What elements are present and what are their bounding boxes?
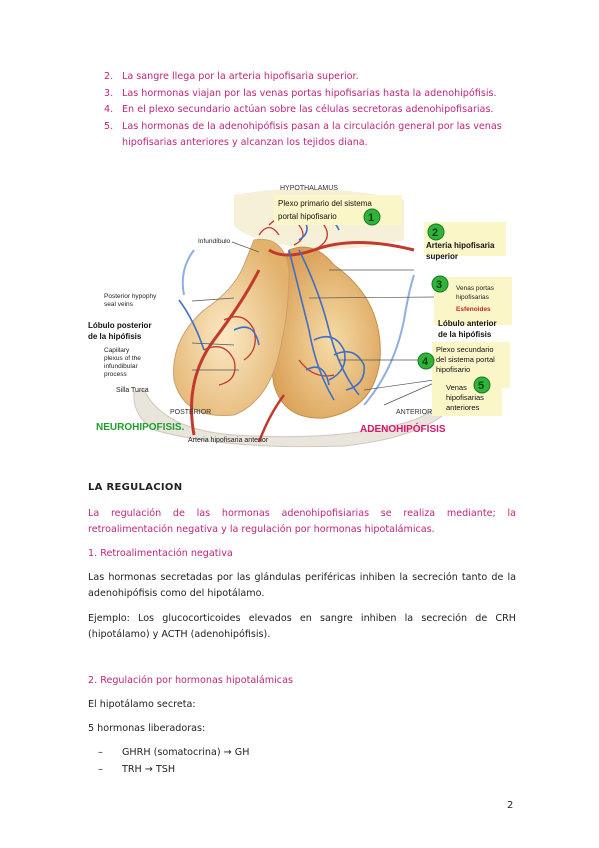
step-marker-4: 4 [417, 352, 435, 370]
step-marker-3: 3 [431, 275, 449, 293]
portal-veins [178, 211, 365, 401]
subsection-1-paragraph-2: Ejemplo: Los glucocorticoides elevados e… [88, 613, 516, 640]
leader-lines [191, 209, 437, 406]
section-title: LA REGULACION [88, 482, 183, 493]
subsection-2-title: 2. Regulación por hormonas hipotalámicas [88, 675, 293, 686]
list-item: 2. La sangre llega por la arteria hipofis… [88, 69, 518, 86]
label-neurohipofisis: NEUROHIPOFISIS. [96, 422, 185, 433]
list-item-number: 4. [104, 104, 114, 115]
label-box-venas-anteriores [432, 376, 502, 416]
label-esfenoides: Esfenoides [456, 306, 491, 313]
label-arteria-anterior: Arteria hipofisaria anterior [188, 437, 269, 444]
list-item-number: 3. [104, 87, 114, 99]
label-lobulo-posterior-2: de la hipófisis [88, 332, 142, 341]
step-marker-3-number: 3 [436, 279, 442, 291]
step-marker-4-number: 4 [422, 356, 429, 368]
step-marker-1-number: 1 [368, 212, 374, 224]
pituitary-diagram: HYPOTHALAMUS Plexo primario del sistema … [88, 185, 512, 448]
list-item: – GHRH (somatocrina) → GH [98, 745, 249, 761]
subsection-2-paragraph-1: El hipotálamo secreta: [88, 699, 196, 710]
label-lobulo-anterior-2: de la hipófisis [438, 330, 492, 339]
list-item: 3. Las hormonas viajan por las venas port… [88, 86, 518, 103]
label-venas-portas-1: Venas portas [456, 285, 495, 292]
step-marker-5-number: 5 [478, 380, 484, 392]
label-plexo-primario-1: Plexo primario del sistema [278, 199, 372, 208]
list-item: 4. En el plexo secundario actúan sobre la… [88, 102, 518, 119]
list-item-text: TRH → TSH [122, 764, 176, 775]
label-adenohipofisis: ADENOHIPÓFISIS [360, 422, 446, 435]
label-anterior: ANTERIOR [396, 409, 432, 416]
anterior-artery [257, 394, 286, 443]
list-item: – TRH → TSH [98, 762, 175, 778]
label-arteria-superior-2: superior [426, 252, 458, 261]
label-capillary-4: process [104, 371, 128, 378]
list-item-number: 2. [104, 71, 114, 82]
label-lobulo-posterior-1: Lóbulo posterior [88, 321, 152, 330]
list-item-text: La sangre llega por la arteria hipofisar… [122, 71, 359, 82]
label-plexo-secundario-2: del sistema portal [436, 355, 495, 364]
label-venas-anteriores-2: hipofisarias [446, 393, 484, 402]
list-item-text: En el plexo secundario actúan sobre las … [122, 104, 494, 115]
subsection-1-paragraph-1: Las hormonas secretadas por las glándula… [88, 572, 516, 599]
page-number: 2 [507, 800, 514, 811]
label-posterior-veins-1: Posterior hypophy [104, 293, 157, 300]
label-venas-anteriores-3: anteriores [446, 403, 480, 412]
list-item: 5. Las hormonas de la adenohipófisis pasa… [88, 119, 518, 152]
step-marker-2: 2 [427, 223, 445, 241]
list-item-text: Las hormonas viajan por las venas portas… [122, 87, 497, 99]
inferior-artery [190, 269, 261, 436]
bullet-dash: – [98, 747, 103, 758]
label-lobulo-anterior-1: Lóbulo anterior [438, 319, 497, 328]
label-capillary-3: infundibular [104, 363, 138, 370]
label-capillary-2: plexus of the [104, 355, 141, 362]
superior-hypophyseal-artery [268, 241, 415, 257]
label-arteria-superior-1: Arteria hipofisaria [426, 241, 495, 250]
step-marker-1: 1 [363, 208, 381, 226]
list-item-text: Las hormonas de la adenohipófisis pasan … [122, 120, 502, 149]
list-item-text: GHRH (somatocrina) → GH [122, 747, 250, 758]
bullet-dash: – [98, 764, 103, 775]
label-box-plexo-primario [274, 195, 402, 225]
label-plexo-secundario-3: hipofisario [436, 365, 470, 374]
label-hypothalamus: HYPOTHALAMUS [280, 185, 338, 192]
subsection-1-title: 1. Retroalimentación negativa [88, 548, 233, 559]
subsection-2-paragraph-2: 5 hormonas liberadoras: [88, 723, 206, 734]
anterior-hypophyseal-veins [363, 274, 415, 406]
numbered-steps-list: 2. La sangre llega por la arteria hipofis… [88, 69, 518, 152]
posterior-hypophyseal-veins [181, 249, 195, 296]
step-marker-5: 5 [473, 376, 491, 394]
posterior-lobe-shape [173, 238, 290, 417]
label-plexo-secundario-1: Plexo secundario [436, 345, 494, 354]
label-venas-anteriores-1: Venas [446, 383, 467, 392]
label-plexo-primario-2: portal hipofisario [278, 212, 337, 221]
list-item-number: 5. [104, 120, 114, 132]
label-posterior: POSTERIOR [170, 409, 211, 416]
label-venas-portas-2: hipofisarias [456, 294, 490, 301]
label-infundibulo: Infundíbulo [198, 238, 231, 245]
label-posterior-veins-2: seal veins [104, 301, 134, 308]
label-silla-turca: Silla Turca [116, 387, 149, 394]
step-marker-2-number: 2 [432, 227, 438, 239]
intro-paragraph: La regulación de las hormonas adenohipof… [88, 508, 516, 535]
label-capillary-1: Capillary [104, 347, 130, 354]
